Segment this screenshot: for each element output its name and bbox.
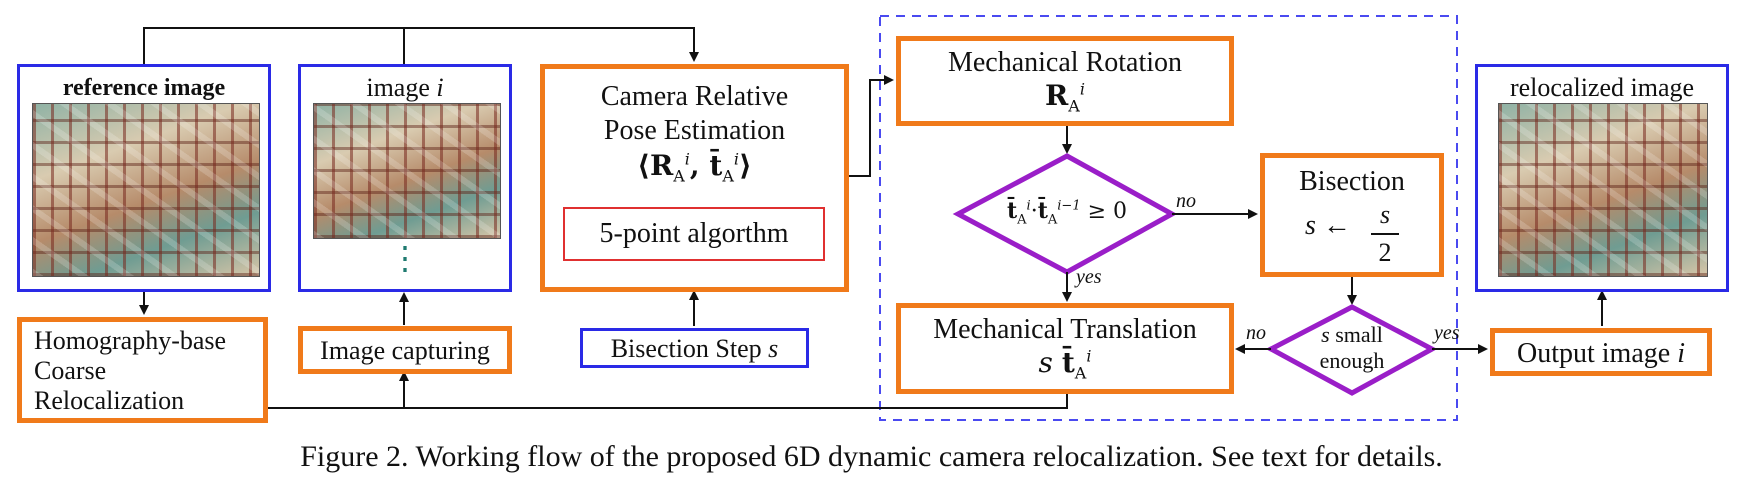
bisection-step-var: s <box>768 334 779 363</box>
image-i-photo <box>313 103 501 239</box>
arrow-translation-feedback <box>404 394 1068 409</box>
bisection-fraction-bar <box>1371 233 1399 235</box>
pose-line2: Pose Estimation <box>603 115 786 146</box>
small-line2: enough <box>1319 348 1385 373</box>
homography-box: Homography-base Coarse Relocalization <box>17 317 268 423</box>
pose-line1: Camera Relative <box>600 81 789 112</box>
condition-no-label: no <box>1176 190 1196 212</box>
small-no-label: no <box>1246 322 1266 344</box>
translation-formula: s t̄Ai <box>1038 346 1092 383</box>
pose-estimation-box: Camera Relative Pose Estimation ⟨RAi, t̄… <box>540 64 849 292</box>
homography-line2: Coarse <box>34 356 107 385</box>
arrow-top-bus <box>143 27 699 64</box>
translation-box: Mechanical Translation s t̄Ai <box>896 303 1234 394</box>
output-label: Output image i <box>1495 338 1707 370</box>
reference-image-title: reference image <box>62 75 226 101</box>
five-point-box: 5-point algorthm <box>563 207 825 261</box>
reference-photo <box>32 103 260 277</box>
bisection-formula: s ← <box>1305 210 1351 242</box>
bisection-numerator: s <box>1379 200 1391 229</box>
translation-title: Mechanical Translation <box>933 314 1197 345</box>
small-diamond <box>1265 304 1438 396</box>
condition-yes-label: yes <box>1076 266 1102 288</box>
homography-line3: Relocalization <box>34 386 185 415</box>
bisection-step-label: Bisection Step s <box>583 334 806 364</box>
rotation-title: Mechanical Rotation <box>947 47 1183 78</box>
five-point-label: 5-point algorthm <box>599 218 789 249</box>
homography-line1: Homography-base <box>34 326 227 355</box>
arrow-pose-to-rotation <box>849 75 894 177</box>
output-label-var: i <box>1677 338 1685 369</box>
bisection-lhs: s ← <box>1305 210 1351 241</box>
figure-caption: Figure 2. Working flow of the proposed 6… <box>300 440 1443 473</box>
image-capturing-label: Image capturing <box>320 336 490 365</box>
rotation-formula: RAi <box>1045 79 1085 116</box>
relocalized-title: relocalized image <box>1509 73 1695 102</box>
pose-formula: ⟨RAi, t̄Ai⟩ <box>637 149 752 186</box>
loop-region <box>879 15 1458 421</box>
image-i-var: i <box>436 73 444 102</box>
rotation-box: Mechanical Rotation RAi <box>896 36 1234 126</box>
condition-formula: t̄Ai·t̄Ai−1 ≥ 0 <box>1006 198 1128 228</box>
image-i-title-text: image <box>366 73 437 102</box>
bisection-title: Bisection <box>1299 166 1405 197</box>
relocalized-photo <box>1498 103 1708 277</box>
bisection-box: Bisection s ← s 2 <box>1260 153 1444 277</box>
output-label-text: Output image <box>1517 338 1678 369</box>
small-yes-label: yes <box>1434 322 1460 344</box>
small-line1: s small <box>1321 322 1383 347</box>
relocalized-image-box: relocalized image <box>1475 64 1729 292</box>
image-capturing-box: Image capturing <box>298 326 512 374</box>
bisection-denominator: 2 <box>1378 238 1392 267</box>
image-i-title: image i <box>301 73 509 103</box>
bisection-step-text: Bisection Step <box>610 334 769 363</box>
output-image-box: Output image i <box>1490 328 1712 376</box>
more-images-dots: ⋮ <box>389 240 421 276</box>
reference-image-box: reference image <box>17 64 271 292</box>
image-i-box: image i ⋮ <box>298 64 512 292</box>
bisection-step-box: Bisection Step s <box>580 328 809 368</box>
